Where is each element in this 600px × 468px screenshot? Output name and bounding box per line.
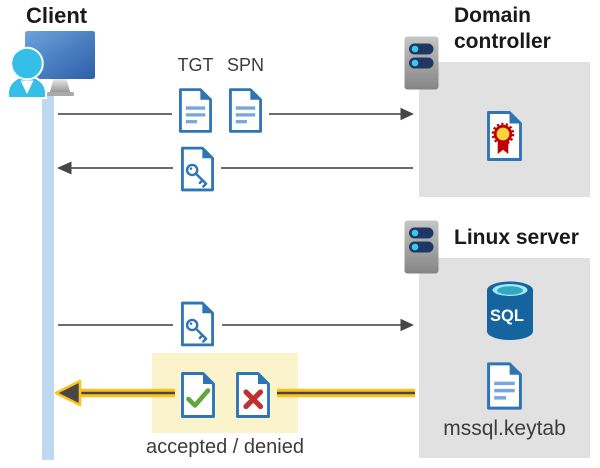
domain-controller-server-icon: [404, 36, 439, 90]
arrow-client-to-linux: [58, 318, 414, 332]
sql-database-icon: SQL: [487, 281, 533, 340]
accepted-document-icon: [183, 374, 214, 417]
key-ticket-document-icon: [180, 301, 215, 347]
user-icon: [7, 46, 47, 99]
tgt-document-icon: [178, 87, 213, 134]
keytab-file-label: mssql.keytab: [443, 417, 566, 440]
sql-badge-label: SQL: [490, 307, 524, 325]
certificate-document-icon: [487, 111, 522, 161]
result-label: accepted / denied: [146, 436, 304, 458]
linux-server-icon: [404, 220, 439, 274]
linux-server-label: Linux server: [454, 226, 579, 249]
domain-controller-label: Domain controller: [454, 4, 551, 53]
tgt-label: TGT: [177, 55, 214, 75]
keytab-document-icon: [486, 362, 523, 410]
monitor-base: [47, 92, 74, 96]
spn-document-icon: [228, 87, 263, 134]
spn-label: SPN: [226, 55, 264, 75]
client-label: Client: [26, 3, 88, 28]
client-user-monitor-icon: [7, 31, 95, 99]
denied-document-icon: [238, 374, 269, 417]
arrow-dc-to-client: [57, 161, 413, 175]
monitor-stand: [49, 79, 71, 94]
client-lifeline: [42, 93, 54, 460]
key-ticket-document-icon: [180, 146, 215, 192]
